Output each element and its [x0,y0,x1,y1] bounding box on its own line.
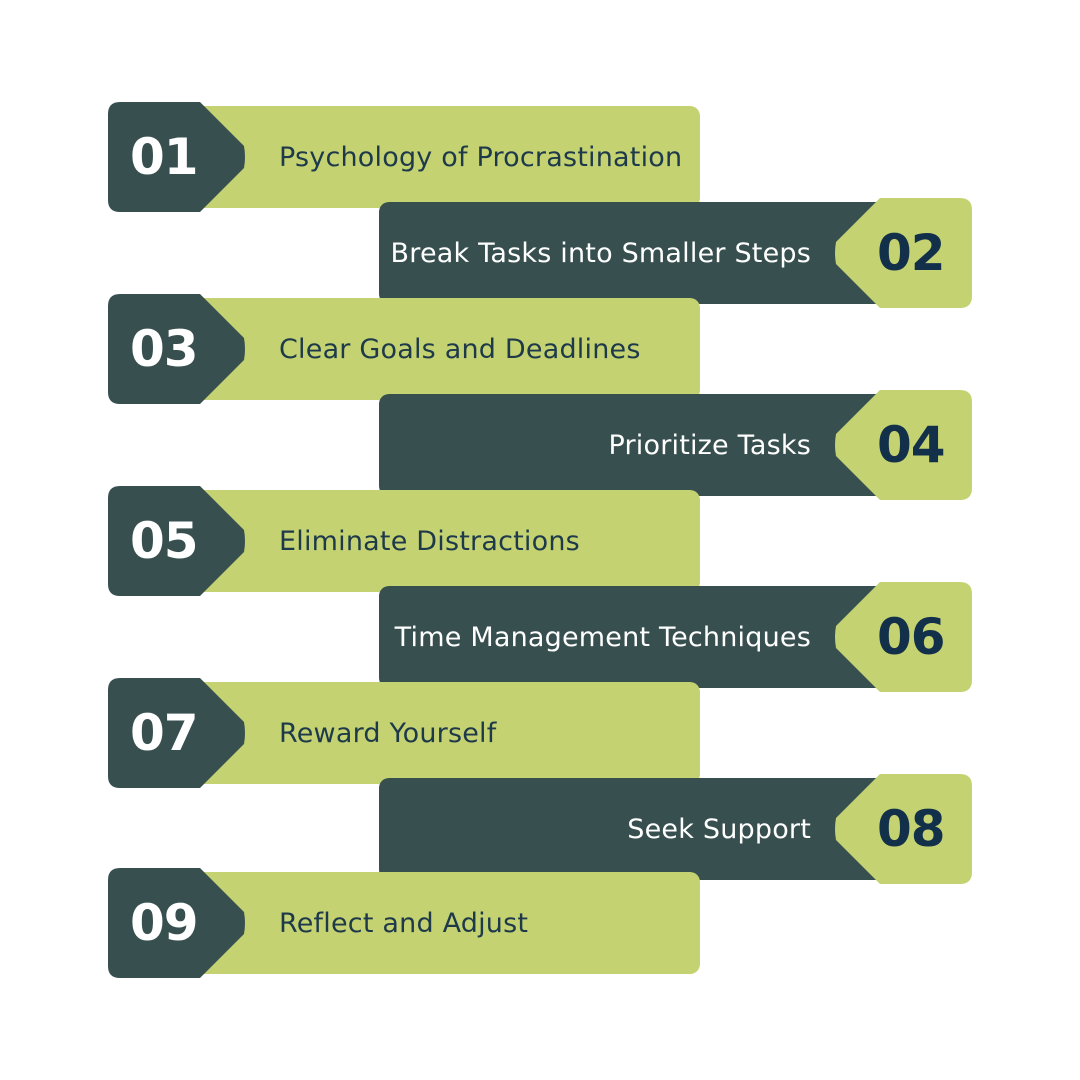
step-number: 04 [877,416,946,474]
step-number: 09 [130,894,199,952]
step-number: 01 [130,128,199,186]
step-label: Reflect and Adjust [279,907,529,939]
step-label: Clear Goals and Deadlines [279,333,641,365]
step-label: Break Tasks into Smaller Steps [390,237,811,269]
step-label: Time Management Techniques [394,621,811,653]
step-number: 07 [130,704,199,762]
step-bar: Time Management Techniques [379,586,899,688]
step-label: Psychology of Procrastination [279,141,683,173]
step-number-badge: 03 [108,294,246,404]
step-number-badge: 02 [834,198,972,308]
step-bar: Reflect and Adjust [190,872,700,974]
step-bar: Prioritize Tasks [379,394,899,496]
step-number-badge: 08 [834,774,972,884]
step-bar: Clear Goals and Deadlines [190,298,700,400]
step-number-badge: 04 [834,390,972,500]
step-label: Seek Support [627,813,811,845]
step-number: 02 [877,224,946,282]
step-number-badge: 06 [834,582,972,692]
step-number-badge: 05 [108,486,246,596]
step-number: 08 [877,800,946,858]
step-label: Prioritize Tasks [608,429,811,461]
step-bar: Break Tasks into Smaller Steps [379,202,899,304]
step-number-badge: 01 [108,102,246,212]
step-number: 03 [130,320,199,378]
step-number: 05 [130,512,199,570]
step-bar: Reward Yourself [190,682,700,784]
step-bar: Psychology of Procrastination [190,106,700,208]
step-number: 06 [877,608,946,666]
step-number-badge: 07 [108,678,246,788]
step-number-badge: 09 [108,868,246,978]
step-bar: Eliminate Distractions [190,490,700,592]
step-label: Eliminate Distractions [279,525,580,557]
step-bar: Seek Support [379,778,899,880]
step-label: Reward Yourself [279,717,497,749]
